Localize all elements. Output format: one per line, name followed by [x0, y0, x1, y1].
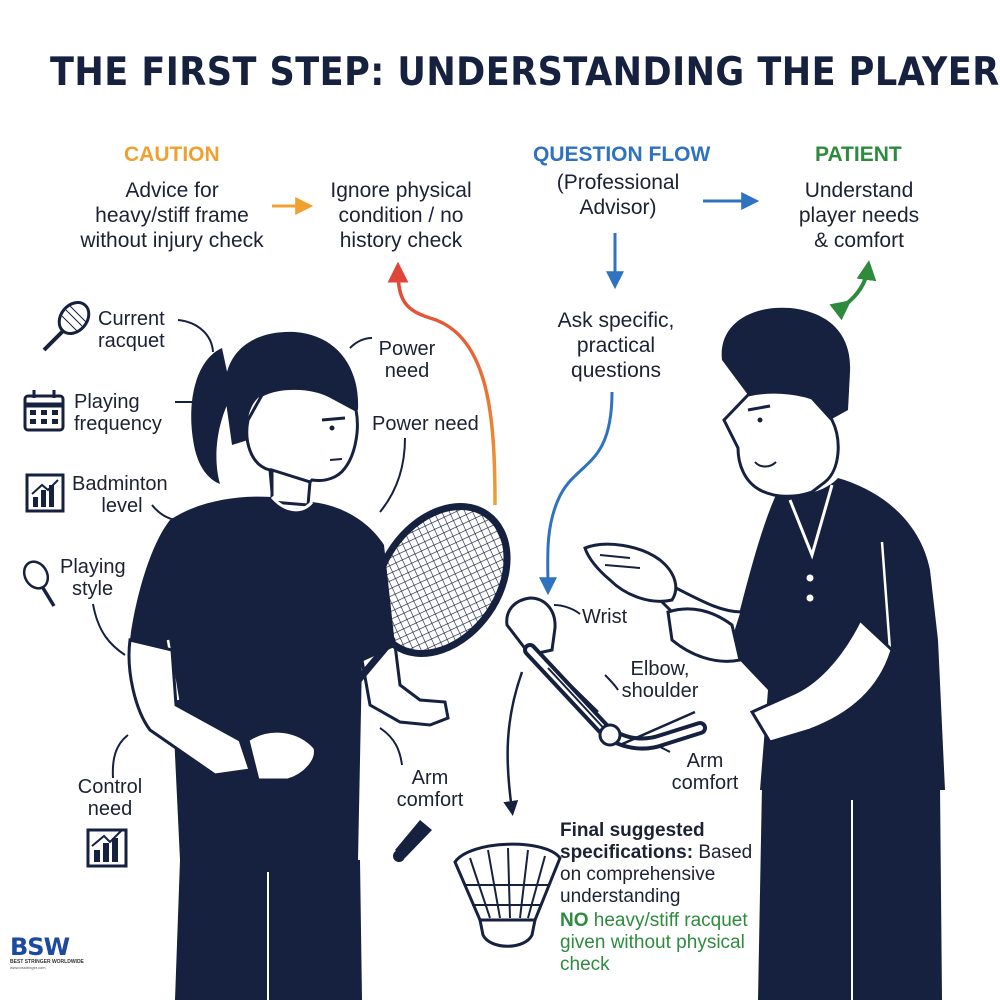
shuttlecock-icon — [393, 820, 432, 862]
control-need-label: Control need — [77, 776, 143, 820]
male-advisor — [583, 307, 945, 1000]
page-title: THE FIRST STEP: UNDERSTANDING THE PLAYER — [50, 50, 1000, 95]
caution-result: Ignore physical condition / no history c… — [330, 179, 472, 252]
arm-anatomy — [505, 596, 707, 751]
bar-chart-icon — [86, 828, 128, 868]
patient-double-arrow — [829, 260, 877, 321]
patient-text: Understand player needs & comfort — [798, 179, 920, 252]
shuttlecock-large — [453, 842, 562, 948]
patient-header: PATIENT — [815, 143, 902, 166]
advisor-label: (Professional Advisor) — [556, 171, 680, 219]
bar-chart-icon — [25, 473, 65, 513]
calendar-icon — [23, 390, 65, 432]
playing-style-label: Playing style — [60, 556, 126, 600]
wrist-label: Wrist — [582, 606, 628, 628]
final-recommendation: Final suggested specifications: Based on… — [560, 820, 753, 975]
current-racquet-label: Current racquet — [98, 308, 165, 352]
racquet-outline-icon — [22, 560, 56, 607]
playing-frequency-label: Playing frequency — [74, 391, 162, 435]
power-need-label: Power need — [372, 413, 479, 435]
power-to-ignore-arrow — [387, 261, 497, 506]
question-flow-header: QUESTION FLOW — [533, 143, 711, 166]
arm-comfort-check-label: Arm comfort — [671, 750, 739, 794]
arm-to-shuttle-arrow — [503, 671, 524, 816]
ask-questions: Ask specific, practical questions — [557, 309, 675, 382]
power-need-top-label: Power need — [378, 338, 436, 382]
female-player — [127, 331, 511, 1000]
flow-arrows — [272, 192, 877, 816]
caution-header: CAUTION — [124, 143, 220, 166]
badminton-level-label: Badminton level — [72, 473, 168, 517]
caution-advice: Advice for heavy/stiff frame without inj… — [80, 179, 264, 252]
racquet-icon — [42, 301, 91, 352]
arm-comfort-player-label: Arm comfort — [396, 767, 464, 811]
elbow-shoulder-label: Elbow, shoulder — [621, 658, 699, 702]
bsw-logo: BSW BEST STRINGER WORLDWIDE www.bsstring… — [10, 933, 84, 970]
ask-to-arm-arrow — [538, 391, 614, 596]
